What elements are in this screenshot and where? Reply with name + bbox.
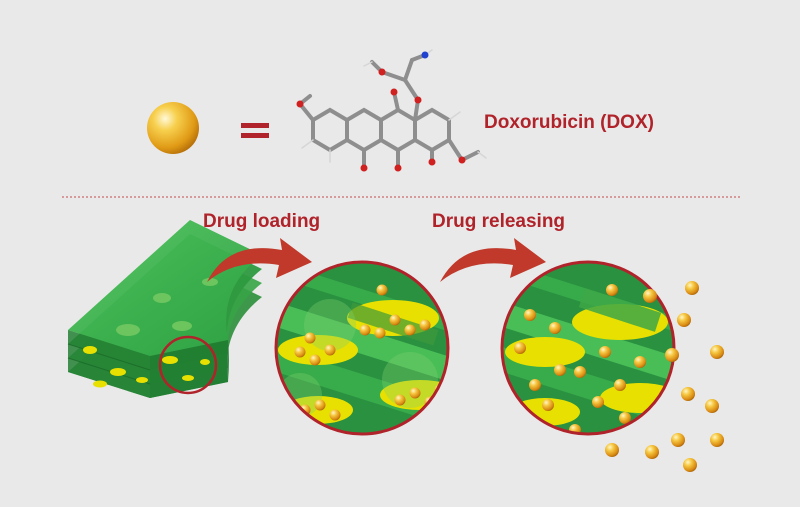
drug-releasing-label: Drug releasing	[432, 211, 566, 232]
doxorubicin-molecule-icon	[296, 49, 487, 172]
releasing-zoom-view	[500, 260, 676, 436]
dox-particle-icon	[147, 102, 199, 154]
equals-sign	[241, 123, 269, 138]
loading-arrow	[207, 238, 312, 282]
drug-name-label: Doxorubicin (DOX)	[484, 112, 654, 133]
loaded-zoom-view	[274, 260, 450, 436]
drug-loading-label: Drug loading	[203, 211, 321, 232]
layered-nanosheets	[67, 220, 262, 398]
released-drug-particles	[605, 281, 724, 472]
zoom-marker	[158, 335, 218, 395]
releasing-arrow	[440, 238, 546, 282]
